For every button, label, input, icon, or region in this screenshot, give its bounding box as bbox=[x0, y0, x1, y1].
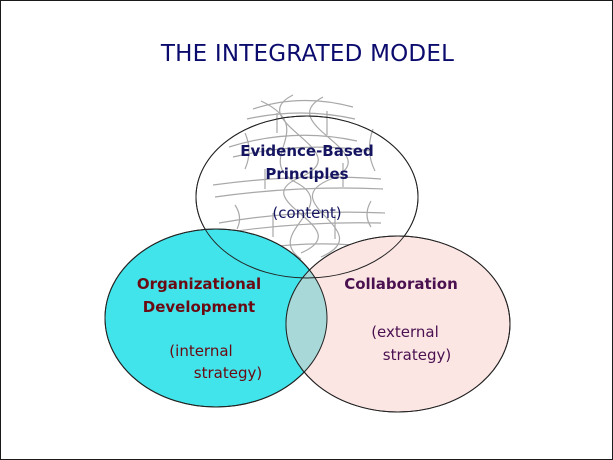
collaboration-sub-line1: (external bbox=[371, 323, 439, 341]
slide-title: THE INTEGRATED MODEL bbox=[160, 41, 455, 67]
evidence-heading-line2: Principles bbox=[265, 165, 349, 183]
organizational-heading-line2: Development bbox=[142, 298, 256, 316]
dna-helix-icon bbox=[212, 94, 386, 260]
evidence-heading-line1: Evidence-Based bbox=[240, 142, 374, 160]
collaboration-sub-line2: strategy) bbox=[382, 346, 452, 364]
organizational-heading-line1: Organizational bbox=[136, 275, 262, 293]
organizational-sub-line1: (internal bbox=[169, 342, 233, 360]
organizational-sub-line2: strategy) bbox=[193, 364, 263, 382]
collaboration-heading: Collaboration bbox=[344, 275, 458, 293]
evidence-sub: (content) bbox=[272, 204, 342, 222]
